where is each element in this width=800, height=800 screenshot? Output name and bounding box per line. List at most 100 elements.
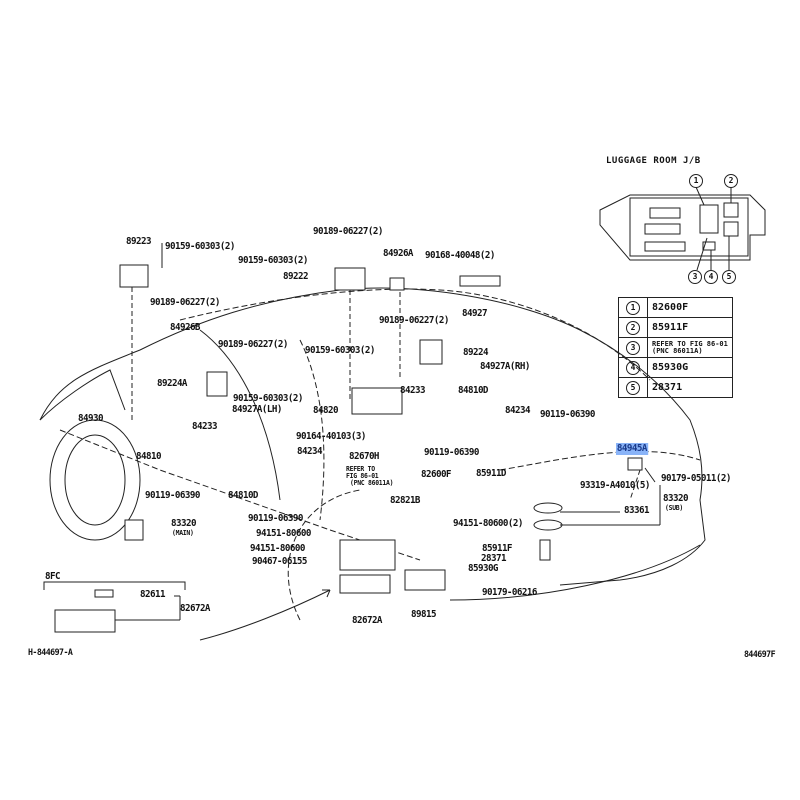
note-main: (MAIN) [172,529,194,537]
part-label-90159a[interactable]: 90159-60303(2) [165,241,235,252]
part-label-28371[interactable]: 28371 [481,553,506,564]
part-label-90119a[interactable]: 90119-06390 [540,409,595,420]
note-refer2: FIG 86-01 [346,472,379,480]
part-label-85911D[interactable]: 85911D [476,468,506,479]
part-label-94151b[interactable]: 94151-80600 [256,528,311,539]
part-label-82611[interactable]: 82611 [140,589,165,600]
part-label-84927[interactable]: 84927 [462,308,487,319]
gasket-83361 [533,502,563,514]
jb-callout-1: 1 [689,174,703,188]
pump-83320-sub [539,539,551,561]
part-number-link[interactable]: 85911F [647,317,733,338]
car-roof-line [179,288,651,381]
part-label-85911F[interactable]: 85911F [482,543,512,554]
part-label-90119c[interactable]: 90119-06390 [145,490,200,501]
part-label-90164[interactable]: 90164-40103(3) [296,431,366,442]
part-label-93319[interactable]: 93319-A4010(5) [580,480,650,491]
part-label-84930[interactable]: 84930 [78,413,103,424]
part-label-82821B[interactable]: 82821B [390,495,420,506]
part-label-89815[interactable]: 89815 [411,609,436,620]
sensor-83320-main [124,519,144,541]
front-wheel-inner [64,434,126,526]
part-number-link[interactable]: 28371 [647,377,733,398]
rear-wheel-arch [287,489,361,621]
switch-84927 [459,275,501,287]
part-label-84926B[interactable]: 84926B [170,322,200,333]
part-label-90179a[interactable]: 90179-05011(2) [661,473,731,484]
ecu-89224A [206,371,228,397]
part-label-82600F[interactable]: 82600F [421,469,451,480]
part-label-84810[interactable]: 84810 [136,451,161,462]
row-number: 2 [626,320,640,335]
part-label-90189a[interactable]: 90189-06227(2) [150,297,220,308]
part-label-82670H[interactable]: 82670H [349,451,379,462]
part-label-90189d[interactable]: 90189-06227(2) [379,315,449,326]
jb-inner [629,197,749,257]
part-label-84926A[interactable]: 84926A [383,248,413,259]
part-number-link[interactable]: 85930G [647,357,733,378]
part-label-90159d[interactable]: 90159-60303(2) [233,393,303,404]
luggage-room-jb-title: LUGGAGE ROOM J/B [606,156,701,166]
part-label-85930G[interactable]: 85930G [468,563,498,574]
switch-84820 [351,387,403,415]
part-label-82672Aa[interactable]: 82672A [180,603,210,614]
part-label-84234b[interactable]: 84234 [297,446,322,457]
jb-callout-2: 2 [724,174,738,188]
table-row: 2 85911F [618,317,733,338]
leader-lines [131,287,641,501]
part-label-89224A[interactable]: 89224A [157,378,187,389]
windshield [39,369,126,421]
car-body-outline [39,287,706,586]
part-label-82672Ab[interactable]: 82672A [352,615,382,626]
part-label-84927ALH[interactable]: 84927A(LH) [232,404,282,415]
part-label-83361[interactable]: 83361 [624,505,649,516]
part-label-90467[interactable]: 90467-06155 [252,556,307,567]
part-label-90179b[interactable]: 90179-06216 [482,587,537,598]
part-label-84927ARH[interactable]: 84927A(RH) [480,361,530,372]
ecu-89222 [334,267,366,291]
relay-82672A [339,574,391,594]
row-number: 4 [626,360,640,375]
part-label-90189c[interactable]: 90189-06227(2) [218,339,288,350]
part-label-90159c[interactable]: 90159-60303(2) [305,345,375,356]
part-label-84234a[interactable]: 84234 [505,405,530,416]
relay-82672A-8fc [54,609,116,633]
car-trunk-line [499,450,701,471]
part-label-83320sub[interactable]: 83320 [663,493,688,504]
part-label-84810Db[interactable]: 84810D [228,490,258,501]
part-label-8FC[interactable]: 8FC [45,571,61,582]
part-label-90159b[interactable]: 90159-60303(2) [238,255,308,266]
car-rear-bumper [449,544,701,601]
part-label-94151c[interactable]: 94151-80600 [250,543,305,554]
part-label-90168[interactable]: 90168-40048(2) [425,250,495,261]
row-number: 3 [626,340,640,355]
arrow [199,589,331,641]
solid-leaders [115,243,661,621]
part-label-84945A[interactable]: 84945A [616,443,648,455]
part-number-link[interactable]: 82600F [647,297,733,318]
part-label-90189b[interactable]: 90189-06227(2) [313,226,383,237]
part-label-84810Da[interactable]: 84810D [458,385,488,396]
part-label-84820[interactable]: 84820 [313,405,338,416]
part-label-84233a[interactable]: 84233 [400,385,425,396]
ecu-89223 [119,264,149,288]
part-label-84233b[interactable]: 84233 [192,421,217,432]
part-label-90119b[interactable]: 90119-06390 [424,447,479,458]
part-label-89224[interactable]: 89224 [463,347,488,358]
table-row: 4 85930G [618,357,733,378]
part-label-90119d[interactable]: 90119-06390 [248,513,303,524]
part-label-94151a[interactable]: 94151-80600(2) [453,518,523,529]
part-label-89223[interactable]: 89223 [126,236,151,247]
refer-text[interactable]: REFER TO FIG 86-01 [652,339,728,348]
jb-callout-5: 5 [722,270,736,284]
part-label-89222[interactable]: 89222 [283,271,308,282]
part-label-83320main[interactable]: 83320 [171,518,196,529]
jb-callout-3: 3 [688,270,702,284]
note-refer1: REFER TO [346,465,375,473]
note-sub: (SUB) [665,504,684,512]
